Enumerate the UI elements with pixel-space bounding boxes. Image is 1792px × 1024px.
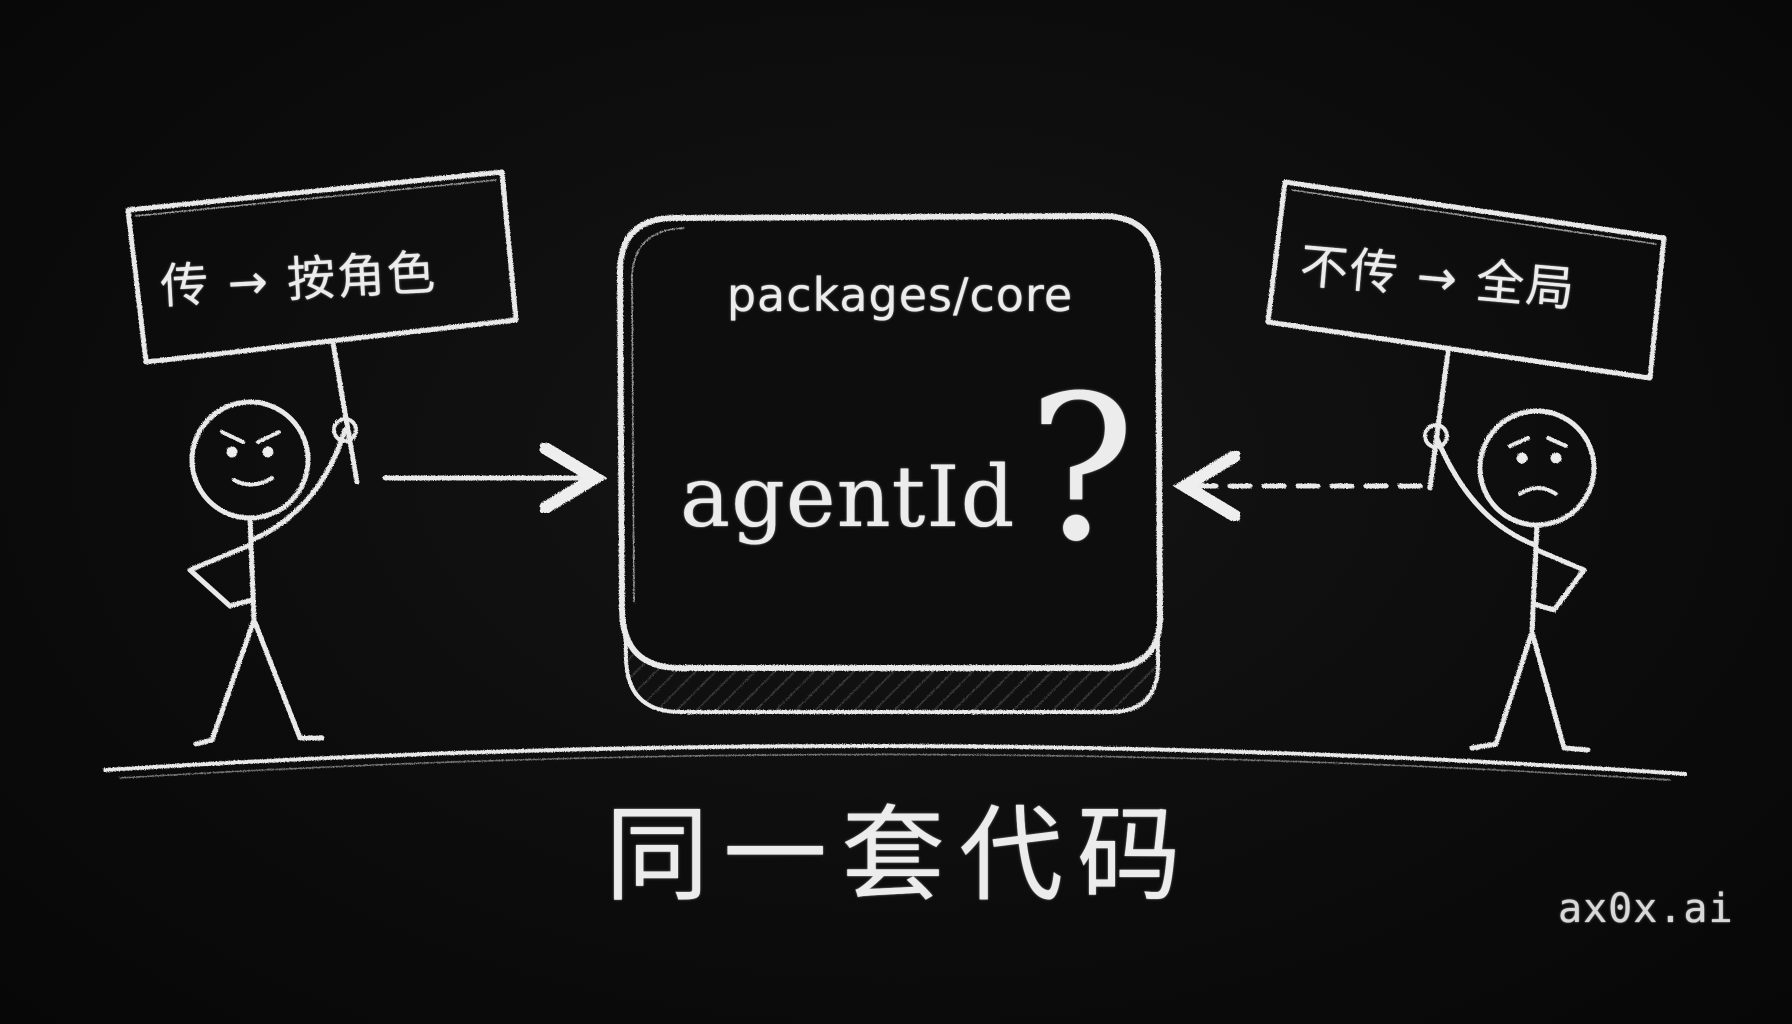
core-box-agent-id: agentId [680, 448, 1016, 546]
left-sign-pole [330, 340, 360, 485]
core-box-title: packages/core [726, 268, 1074, 322]
right-sign-board [1265, 179, 1667, 381]
right-stick-figure [1423, 408, 1597, 753]
right-sign-pole [1427, 349, 1451, 491]
left-stick-figure [187, 399, 358, 747]
left-sign-board [125, 169, 519, 365]
question-mark: ? [1028, 353, 1138, 586]
watermark: ax0x.ai [1558, 886, 1734, 932]
bottom-caption: 同一套代码 [604, 794, 1195, 916]
ground-line [103, 743, 1687, 776]
core-box [617, 213, 1164, 714]
left-sign-label: 传 → 按角色 [158, 244, 439, 316]
